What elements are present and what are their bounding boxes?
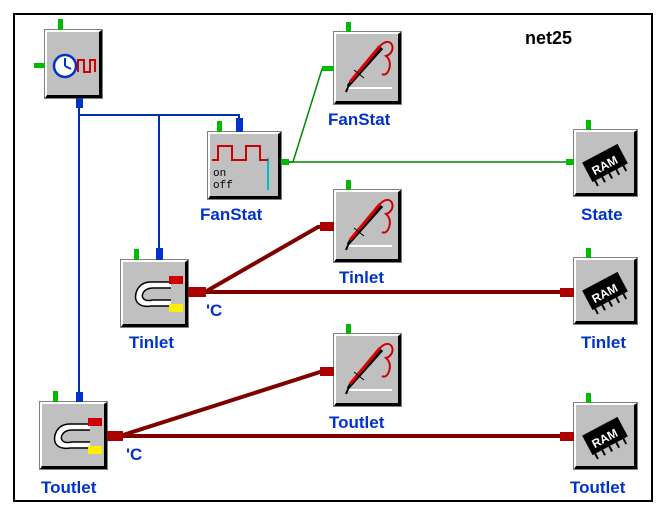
toutlet-plotter-label: Toutlet xyxy=(329,413,385,432)
diagram-frame xyxy=(13,13,653,502)
tinlet-plotter-label: Tinlet xyxy=(339,268,385,287)
clock-top-pin[interactable] xyxy=(58,19,63,30)
state-ram-label: State xyxy=(581,205,623,224)
fanstat-plotter-block[interactable] xyxy=(333,31,402,105)
net-title: net25 xyxy=(525,28,573,48)
tinlet-plotter-in-pin[interactable] xyxy=(320,222,334,231)
clock-block[interactable] xyxy=(44,29,103,99)
toutlet-plotter-in-pin[interactable] xyxy=(320,367,334,376)
state-ram-block[interactable]: RAM xyxy=(573,129,638,197)
tinlet-ram-in-pin[interactable] xyxy=(560,288,574,297)
thermocouple-sensor-icon xyxy=(53,418,102,454)
tinlet-unit-label: 'C xyxy=(206,301,223,320)
wire-tinlet-to-plot[interactable] xyxy=(204,225,334,294)
fanstat-switch-out-pin[interactable] xyxy=(281,159,289,165)
tinlet-sensor-clock-pin[interactable] xyxy=(156,248,163,260)
tinlet-ram-label: Tinlet xyxy=(581,333,627,352)
wire-fanstat-to-plot[interactable] xyxy=(285,68,330,163)
toutlet-sensor-top-pin[interactable] xyxy=(53,391,58,402)
toutlet-ram-label: Toutlet xyxy=(570,478,626,497)
ram-chip-icon: RAM xyxy=(582,416,628,460)
fanstat-plotter-top-pin[interactable] xyxy=(346,22,351,32)
tinlet-ram-top-pin[interactable] xyxy=(586,248,591,258)
tinlet-ram-block[interactable]: RAM xyxy=(573,257,638,325)
ram-chip-icon: RAM xyxy=(582,271,628,315)
fanstat-switch-block[interactable]: on off xyxy=(207,131,282,200)
state-ram-top-pin[interactable] xyxy=(586,120,591,130)
clock-out-pin[interactable] xyxy=(76,98,83,108)
plotter-pen-icon xyxy=(345,198,394,251)
tinlet-plotter-block[interactable] xyxy=(333,189,402,263)
tinlet-sensor-block[interactable] xyxy=(120,259,189,328)
tinlet-sensor-top-pin[interactable] xyxy=(134,249,139,260)
toutlet-sensor-block[interactable] xyxy=(39,401,108,470)
toutlet-sensor-label: Toutlet xyxy=(41,478,97,497)
ram-chip-icon: RAM xyxy=(582,143,628,187)
toutlet-ram-top-pin[interactable] xyxy=(586,393,591,403)
tinlet-sensor-out-pin[interactable] xyxy=(188,287,206,297)
clock-pulse-generator-icon xyxy=(52,53,96,79)
toutlet-ram-in-pin[interactable] xyxy=(560,432,574,441)
fanstat-plotter-label: FanStat xyxy=(328,110,391,129)
toutlet-plotter-block[interactable] xyxy=(333,333,402,407)
tinlet-plotter-top-pin[interactable] xyxy=(346,180,351,190)
plotter-pen-icon xyxy=(345,342,394,395)
clock-left-pin[interactable] xyxy=(34,63,45,68)
toutlet-sensor-out-pin[interactable] xyxy=(107,431,123,441)
plotter-pen-icon xyxy=(345,40,394,93)
tinlet-sensor-label: Tinlet xyxy=(129,333,175,352)
switch-off-text: off xyxy=(213,180,233,192)
wire-toutlet-to-plot[interactable] xyxy=(119,370,334,438)
switch-on-text: on xyxy=(213,168,226,180)
fanstat-plotter-in-pin[interactable] xyxy=(322,66,334,71)
fanstat-switch-top-pin[interactable] xyxy=(217,121,222,132)
toutlet-sensor-clock-pin[interactable] xyxy=(76,392,83,402)
state-ram-in-pin[interactable] xyxy=(566,159,574,165)
toutlet-ram-block[interactable]: RAM xyxy=(573,402,638,470)
fanstat-switch-label: FanStat xyxy=(200,205,263,224)
on-off-switch-icon: on off xyxy=(212,136,274,192)
toutlet-unit-label: 'C xyxy=(126,445,143,464)
toutlet-plotter-top-pin[interactable] xyxy=(346,324,351,334)
fanstat-switch-clock-pin[interactable] xyxy=(236,118,243,132)
thermocouple-sensor-icon xyxy=(134,276,183,312)
